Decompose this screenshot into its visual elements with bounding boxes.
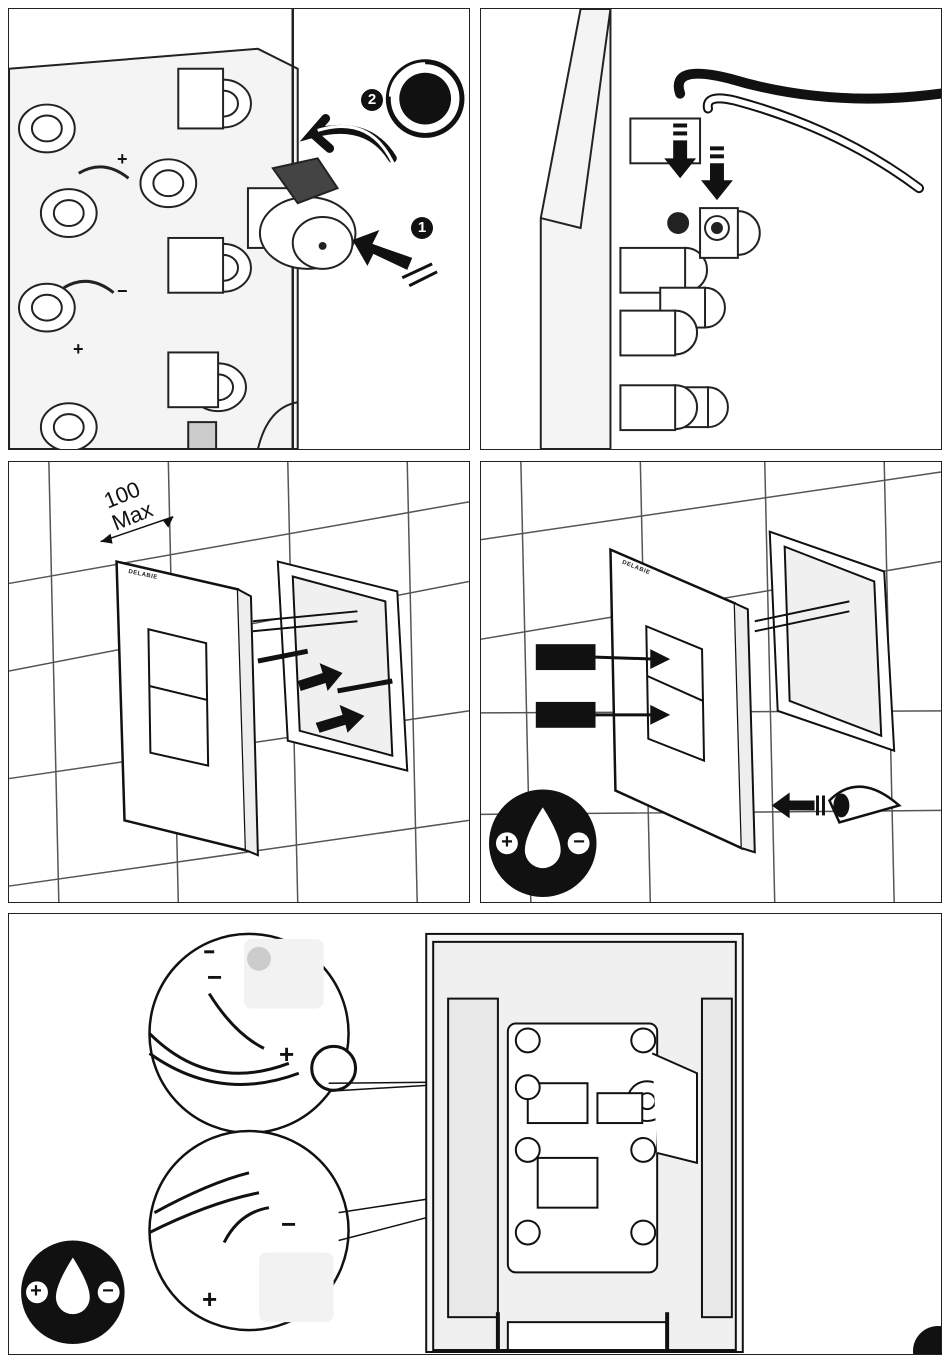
step-number-2: 2 (361, 89, 383, 111)
step-panel-mount-plate: 100 Max DELABIE (8, 461, 470, 903)
cover-plate (117, 562, 258, 856)
mounting-frame (770, 532, 894, 751)
minus-label-bottom: − (281, 1209, 296, 1240)
minus-label-top: − (207, 962, 222, 993)
step-panel-flow-adjustment-detail: + − + − − + (8, 913, 942, 1355)
step-number-1: 1 (411, 217, 433, 239)
white-cable (708, 98, 919, 188)
mounting-frame (278, 562, 407, 771)
valve-body-drawing (9, 9, 469, 449)
zoom-detail-bottom (149, 1131, 348, 1330)
plus-label-bottom: + (202, 1284, 217, 1315)
minus-symbol: − (572, 831, 586, 854)
cover-plate (610, 550, 754, 853)
step-panel-insert-solenoid: 1 2 + − + (8, 8, 470, 450)
rotate-arrow-icon (313, 119, 393, 159)
minus-symbol: − (101, 1280, 115, 1303)
valve-box-front-view (426, 934, 743, 1352)
calibration-drawing (481, 462, 941, 902)
plus-label: + (117, 149, 128, 170)
plus-label-lower: + (73, 339, 84, 360)
wall-plate-drawing (9, 462, 469, 902)
eye-icon (772, 787, 899, 823)
step-panel-connect-cables (480, 8, 942, 450)
cable-connection-drawing (481, 9, 941, 449)
zoom-detail-top (149, 934, 355, 1133)
step-panel-calibrate-sensor: DELABIE + − (480, 461, 942, 903)
plus-symbol: + (500, 831, 514, 854)
flow-adjust-detail-drawing (9, 914, 941, 1354)
rotate-clockwise-icon (387, 61, 463, 137)
plus-label-top: + (279, 1039, 294, 1070)
pipe-connectors (620, 208, 759, 430)
plus-symbol: + (29, 1280, 43, 1303)
minus-label: − (117, 281, 128, 302)
